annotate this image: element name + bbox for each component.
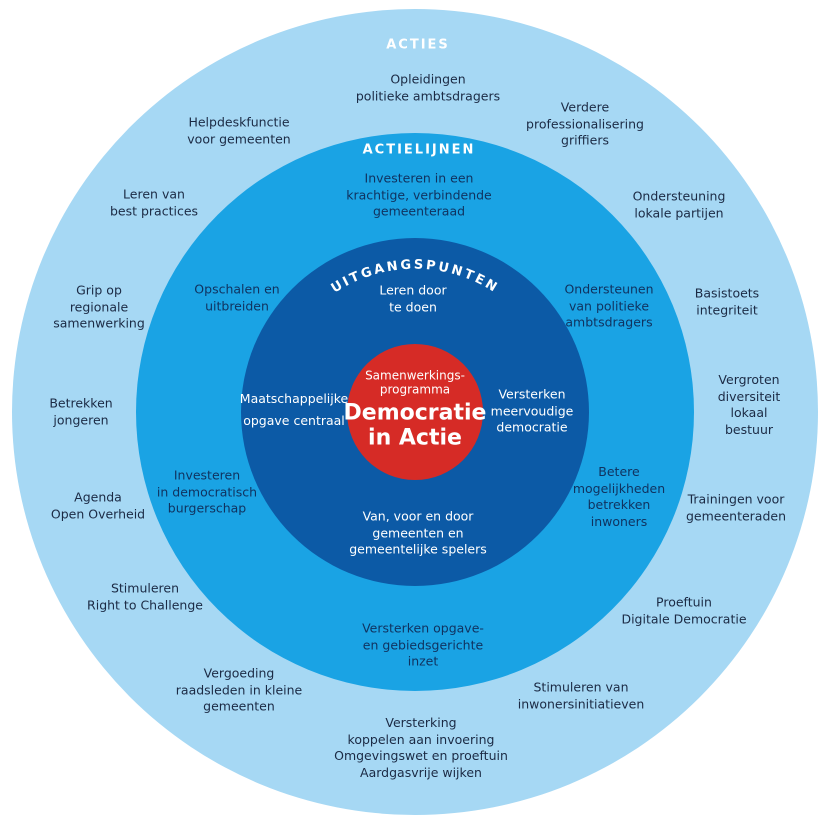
actie-trainingen: Trainingen voor gemeenteraden	[685, 491, 787, 524]
uitgangspunt-gemeenten: Van, voor en door gemeenten en gemeentel…	[349, 508, 487, 557]
actie-regionale-samenwerking: Grip op regionale samenwerking	[53, 282, 145, 331]
uitgangspunt-leren-door-doen: Leren door te doen	[379, 282, 447, 315]
actielijn-gemeenteraad: Investeren in een krachtige, verbindende…	[346, 170, 492, 219]
actie-griffiers: Verdere professionalisering griffiers	[526, 99, 644, 148]
actie-inwonersinitiatieven: Stimuleren van inwonersinitiatieven	[517, 679, 645, 712]
actie-omgevingswet: Versterking koppelen aan invoering Omgev…	[334, 715, 508, 780]
actie-right-to-challenge: Stimuleren Right to Challenge	[87, 580, 203, 613]
actie-diversiteit: Vergroten diversiteit lokaal bestuur	[717, 372, 781, 437]
actielijn-opschalen: Opschalen en uitbreiden	[194, 281, 280, 314]
actielijn-ambtsdragers: Ondersteunen van politieke ambtsdragers	[564, 281, 654, 330]
uitgangspunt-maatschappelijke-opgave: Maatschappelijke opgave centraal	[239, 391, 349, 428]
actie-basistoets: Basistoets integriteit	[694, 285, 760, 318]
acties-title: ACTIES	[386, 37, 450, 53]
actie-open-overheid: Agenda Open Overheid	[50, 489, 146, 522]
actielijn-opgave-gebiedsgericht: Versterken opgave- en gebiedsgerichte in…	[362, 620, 484, 669]
center-circle	[347, 344, 483, 480]
actielijn-inwoners: Betere mogelijkheden betrekken inwoners	[572, 464, 666, 529]
uitgangspunt-meervoudige-democratie: Versterken meervoudige democratie	[490, 386, 574, 435]
actielijnen-title: ACTIELIJNEN	[362, 142, 476, 158]
actie-helpdesk: Helpdeskfunctie voor gemeenten	[187, 114, 291, 147]
actie-opleidingen: Opleidingen politieke ambtsdragers	[355, 71, 501, 104]
actie-best-practices: Leren van best practices	[109, 186, 199, 219]
actie-lokale-partijen: Ondersteuning lokale partijen	[632, 188, 726, 221]
actie-vergoeding: Vergoeding raadsleden in kleine gemeente…	[175, 665, 303, 714]
center-title: Democratie in Actie	[343, 400, 487, 450]
actie-proeftuin: Proeftuin Digitale Democratie	[621, 594, 747, 627]
actie-jongeren: Betrekken jongeren	[49, 395, 113, 428]
center-subtitle: Samenwerkings- programma	[365, 368, 465, 397]
actielijn-burgerschap: Investeren in democratisch burgerschap	[156, 467, 258, 516]
